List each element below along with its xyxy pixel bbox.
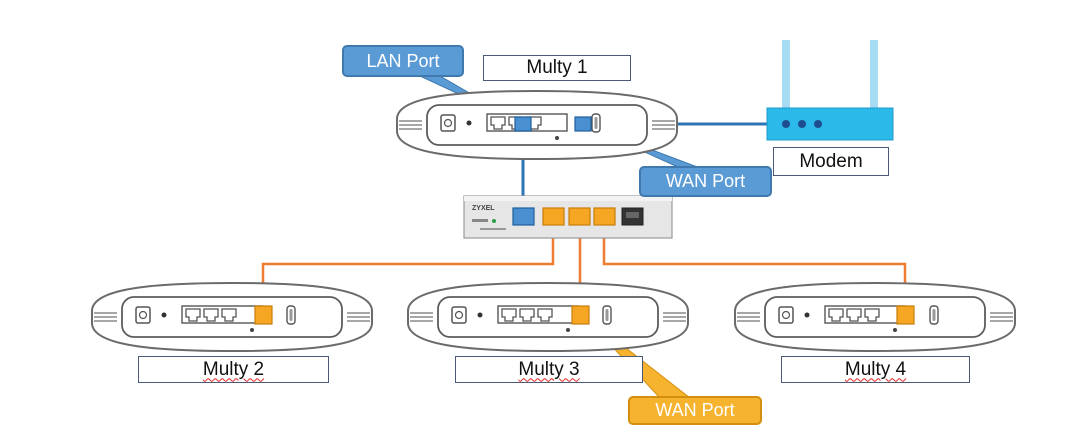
switch-port-4-orange [593, 207, 616, 226]
switch-port-3-orange [568, 207, 591, 226]
wan-port-callout-top-text: WAN Port [665, 171, 746, 191]
multy2-label: Multy 2 [202, 358, 265, 380]
multy3-label: Multy 3 [518, 358, 580, 380]
multy2-wan-port-highlight [254, 305, 273, 325]
multy4-label-box: Multy 4 [781, 356, 970, 383]
switch-port-1-blue [512, 207, 535, 226]
multy1-label-box: Multy 1 [483, 55, 631, 81]
multy1-lan-port-highlight [514, 116, 532, 132]
multy3-wan-port-highlight [571, 305, 590, 325]
network-switch: ZYXEL [463, 195, 673, 239]
multy1-unit [396, 90, 678, 160]
multy4-wan-port-highlight [896, 305, 915, 325]
multy2-unit [91, 282, 373, 352]
switch-port-2-orange [542, 207, 565, 226]
wan-port-callout-top: WAN Port [639, 166, 772, 197]
modem-antenna-left [782, 40, 790, 110]
wan-port-callout-bottom: WAN Port [628, 396, 762, 425]
modem-label: Modem [799, 150, 863, 172]
modem-led-1 [782, 120, 790, 128]
multy3-unit [407, 282, 689, 352]
multy1-label: Multy 1 [526, 57, 588, 78]
multy1-wan-port-highlight [574, 116, 592, 132]
wan-port-callout-bottom-text: WAN Port [655, 400, 735, 420]
multy3-label-box: Multy 3 [455, 356, 643, 383]
modem-led-2 [798, 120, 806, 128]
multy2-label-box: Multy 2 [138, 356, 329, 383]
modem-label-box: Modem [773, 147, 889, 176]
modem-antenna-right [870, 40, 878, 110]
lan-port-callout-top: LAN Port [342, 45, 464, 77]
lan-port-callout-text: LAN Port [366, 50, 440, 71]
switch-brand-text: ZYXEL [472, 205, 495, 212]
modem-device [766, 40, 894, 141]
modem-led-3 [814, 120, 822, 128]
multy4-label: Multy 4 [844, 358, 907, 380]
multy4-unit [734, 282, 1016, 352]
